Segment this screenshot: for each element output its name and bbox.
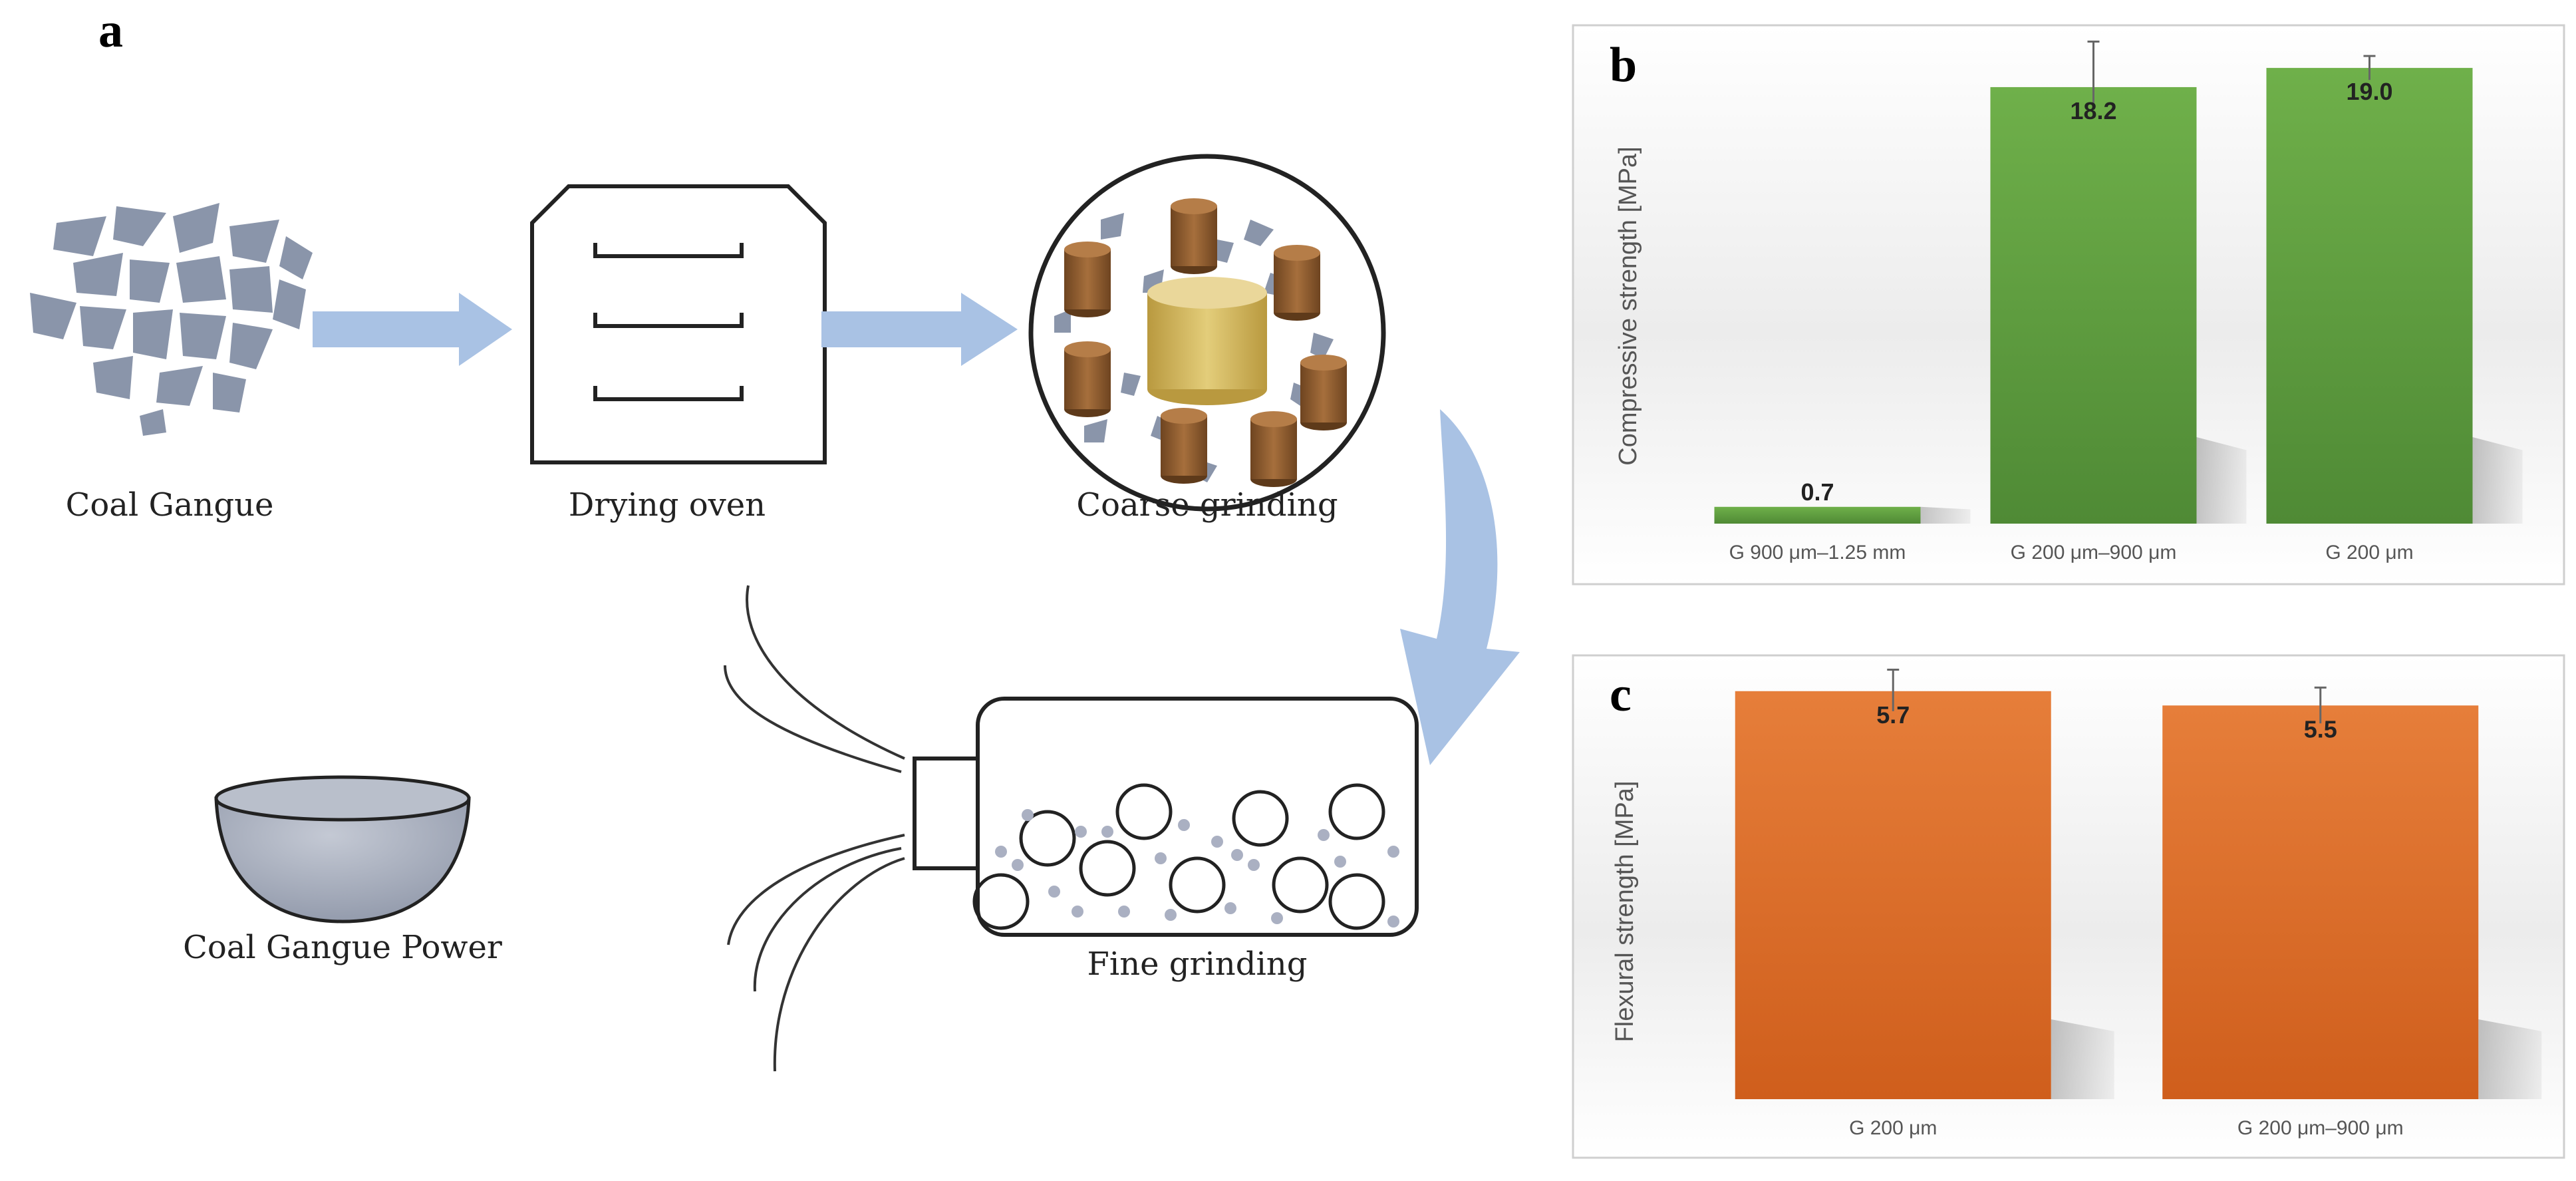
flow-arrow-icon	[821, 293, 1018, 366]
drying-oven-label: Drying oven	[569, 486, 766, 524]
roller-icon	[1064, 341, 1111, 417]
roller-icon	[1161, 408, 1207, 484]
chart-b: b Compressive strength [MPa] 0.7 G 900 μm…	[1572, 24, 2565, 586]
roller-icon	[1300, 355, 1347, 430]
data-label: 19.0	[2346, 78, 2392, 105]
coarse-grinding-label: Coarse grinding	[1076, 486, 1338, 524]
data-label: 5.7	[1876, 701, 1910, 729]
data-label: 18.2	[2070, 97, 2116, 124]
bar	[1735, 691, 2051, 1099]
category-label: G 200 μm	[2325, 542, 2413, 564]
bar	[1714, 506, 1921, 524]
drying-oven-icon	[530, 184, 827, 464]
bar-shadow	[2051, 1019, 2114, 1099]
bar	[2266, 68, 2473, 524]
roller-icon	[1171, 198, 1217, 274]
bar	[2162, 705, 2479, 1099]
coal-gangue-label: Coal Gangue	[66, 486, 274, 524]
bar-shadow	[2478, 1019, 2542, 1099]
coal-gangue-rocks-icon	[30, 203, 313, 436]
bar	[1990, 86, 2197, 524]
roller-icon	[1250, 411, 1297, 487]
category-label: G 900 μm–1.25 mm	[1729, 542, 1906, 564]
exhaust-lines-icon	[724, 585, 905, 1072]
chart-c: c Flexural strength [MPa] 5.7 G 200 μm 5.5…	[1572, 654, 2565, 1159]
category-label: G 200 μm	[1849, 1117, 1937, 1139]
fine-grinding-mill-icon	[913, 697, 1419, 937]
chart-c-ylabel: Flexural strength [MPa]	[1611, 781, 1639, 1043]
fine-grinding-label: Fine grinding	[1087, 945, 1308, 983]
curved-flow-arrow-icon	[1400, 409, 1520, 765]
category-label: G 200 μm–900 μm	[2237, 1117, 2404, 1139]
flow-arrow-icon	[313, 293, 512, 366]
panel-letter-c: c	[1610, 667, 1632, 722]
bar-shadow	[2472, 437, 2523, 524]
coarse-grinding-mill-icon	[1028, 154, 1386, 512]
coal-gangue-power-label: Coal Gangue Power	[183, 929, 502, 966]
chart-b-ylabel: Compressive strength [MPa]	[1614, 146, 1642, 465]
powder-bowl-icon	[214, 775, 471, 924]
data-label: 5.5	[2304, 715, 2337, 743]
bar-shadow	[2196, 437, 2247, 524]
panel-letter-b: b	[1610, 38, 1637, 92]
panel-letter-a: a	[98, 3, 123, 58]
roller-icon	[1064, 242, 1111, 317]
roller-icon	[1274, 245, 1320, 321]
category-label: G 200 μm–900 μm	[2011, 542, 2177, 564]
bar-shadow	[1920, 506, 1971, 524]
data-label: 0.7	[1800, 478, 1834, 506]
